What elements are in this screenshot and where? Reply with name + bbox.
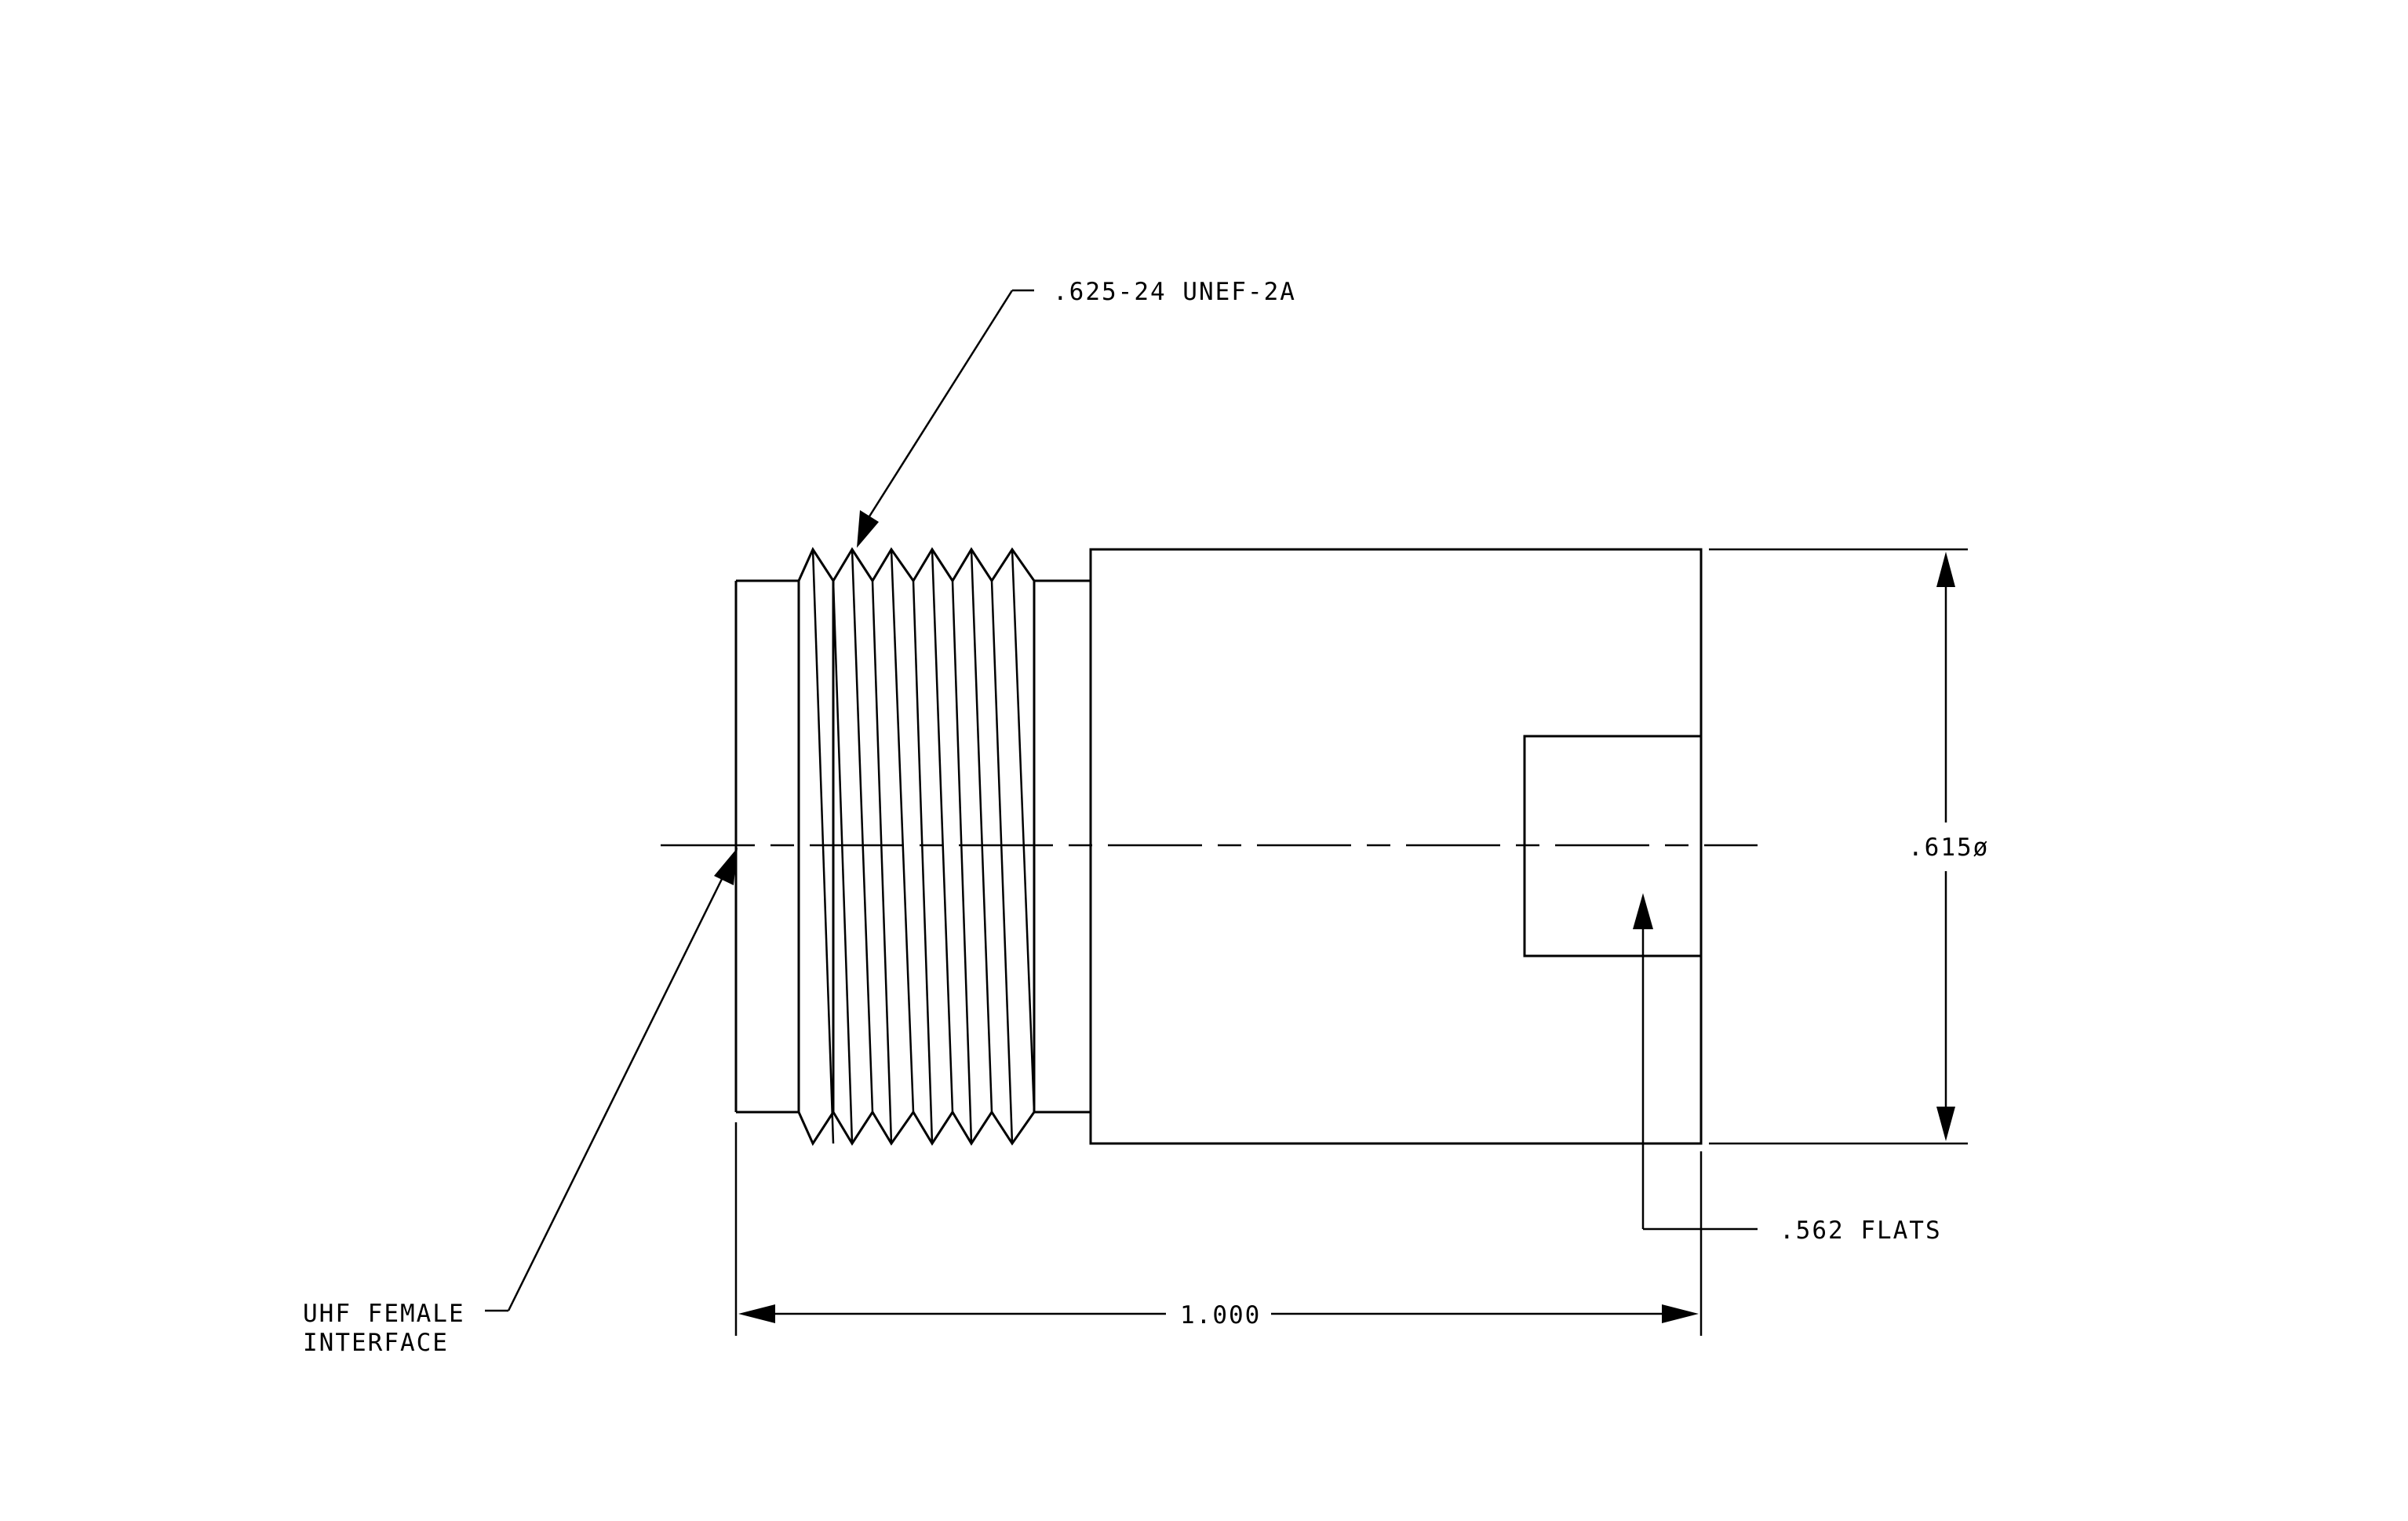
hex-body (1089, 548, 1703, 1145)
flats-callout-leader (1633, 893, 1758, 1231)
front-face (734, 579, 800, 1114)
thread-section (797, 546, 1036, 1147)
interface-callout-leader (485, 848, 738, 1312)
flats-callout-label: .562 FLATS (1780, 1216, 1942, 1245)
interface-callout-label-line2: INTERFACE (303, 1329, 449, 1357)
length-dimension (734, 1122, 1703, 1336)
neck (1034, 579, 1091, 1114)
thread-callout-leader (857, 289, 1034, 548)
length-label: 1.000 (1180, 1301, 1261, 1330)
thread-callout-label: .625-24 UNEF-2A (1053, 278, 1296, 306)
diameter-label: .615ø (1908, 833, 1989, 862)
interface-callout-label-line1: UHF FEMALE (303, 1300, 465, 1328)
diameter-dimension (1709, 548, 1968, 1145)
